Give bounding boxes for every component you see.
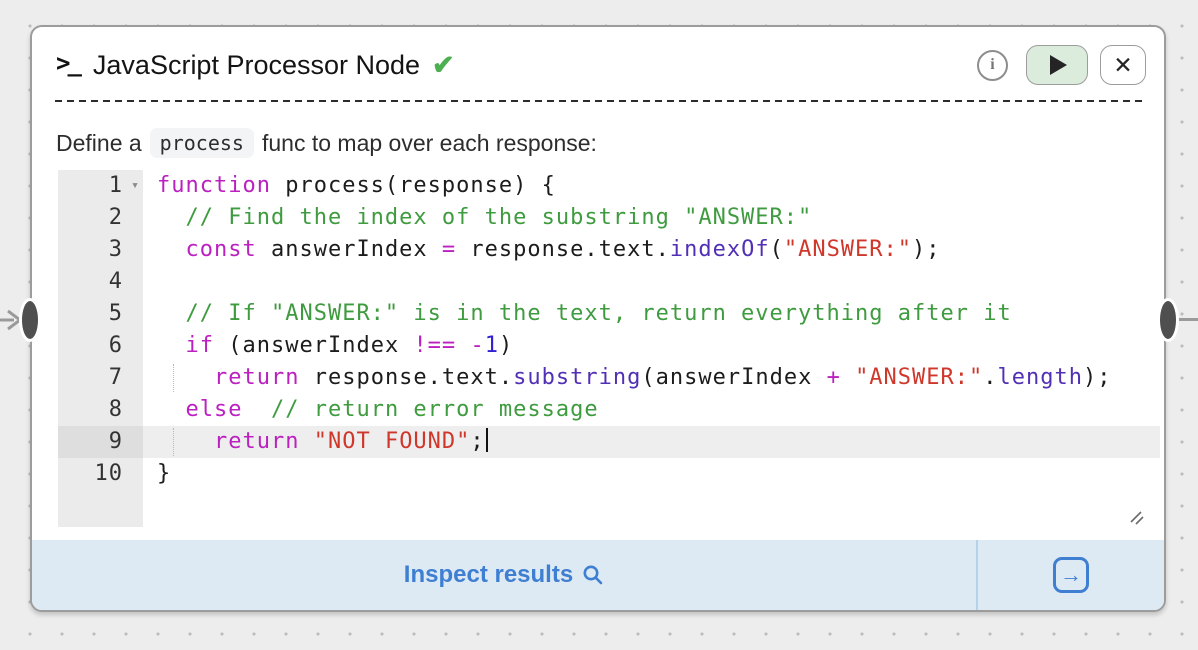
description-prefix: Define a <box>56 129 142 156</box>
inspect-results-label: Inspect results <box>403 561 574 588</box>
code-token: // return error message <box>270 397 599 422</box>
play-icon <box>1050 55 1067 75</box>
code-token: // Find the index of the substring "ANSW… <box>185 205 813 230</box>
code-token <box>157 205 186 230</box>
code-line[interactable]: const answerIndex = response.text.indexO… <box>143 234 1160 266</box>
code-token: (answerIndex <box>214 333 414 358</box>
gutter-line-number: 1▾ <box>58 170 143 202</box>
code-token: if <box>185 333 214 358</box>
code-line[interactable]: if (answerIndex !== -1) <box>143 330 1160 362</box>
indent-guide <box>173 364 174 392</box>
code-token: - <box>470 333 485 358</box>
code-token: const <box>185 237 257 262</box>
code-line[interactable]: // Find the index of the substring "ANSW… <box>143 202 1160 234</box>
code-token: "ANSWER:" <box>855 365 984 390</box>
code-token: response.text. <box>456 237 670 262</box>
code-token <box>157 365 214 390</box>
code-token <box>157 301 186 326</box>
fold-arrow-icon[interactable]: ▾ <box>131 178 140 193</box>
code-token: return <box>213 429 300 454</box>
editor-gutter: 1▾ 2 3 4 5 6 7 8 9 10 <box>58 170 143 527</box>
code-token: else <box>185 397 243 422</box>
footer-divider <box>976 540 978 610</box>
gutter-line-number: 9 <box>58 426 143 458</box>
gutter-line-number: 5 <box>108 301 123 326</box>
code-line[interactable]: return response.text.substring(answerInd… <box>143 362 1160 394</box>
node-title: JavaScript Processor Node <box>92 49 421 80</box>
code-token: "ANSWER:" <box>783 237 913 262</box>
code-line[interactable]: // If "ANSWER:" is in the text, return e… <box>143 298 1160 330</box>
arrow-right-icon: → <box>1053 557 1089 593</box>
code-token: response.text. <box>299 365 514 390</box>
search-icon <box>583 565 603 585</box>
code-token: length <box>997 365 1084 390</box>
gutter-line-number: 7 <box>108 365 123 390</box>
code-token <box>157 397 186 422</box>
text-cursor <box>485 428 488 452</box>
code-token <box>242 397 271 422</box>
code-token: . <box>983 365 998 390</box>
incoming-edge-arrow <box>0 309 23 331</box>
open-results-button[interactable]: → <box>978 540 1164 610</box>
resize-handle[interactable] <box>1128 509 1144 525</box>
code-token: function <box>157 173 271 198</box>
run-button[interactable] <box>1026 45 1088 85</box>
inline-code-chip: process <box>149 128 254 158</box>
indent-guide <box>173 428 174 456</box>
code-token: ; <box>470 429 485 454</box>
code-token: return <box>213 365 300 390</box>
code-token <box>456 333 470 358</box>
code-token <box>299 429 313 454</box>
info-button[interactable]: i <box>977 49 1008 81</box>
code-token: ); <box>912 237 941 262</box>
code-line[interactable] <box>143 266 1160 298</box>
code-token: } <box>157 461 172 486</box>
code-line[interactable]: else // return error message <box>143 394 1160 426</box>
description-suffix: func to map over each response: <box>261 129 597 156</box>
code-token: answerIndex <box>256 237 442 262</box>
javascript-processor-node: >_ JavaScript Processor Node ✔ i ✕ Defin… <box>30 25 1166 612</box>
code-token: // If "ANSWER:" is in the text, return e… <box>185 301 1012 326</box>
editor-code-area[interactable]: function process(response) { // Find the… <box>143 170 1160 527</box>
node-description: Define a process func to map over each r… <box>56 128 597 158</box>
gutter-line-number: 4 <box>108 269 123 294</box>
code-token: ) <box>498 333 514 358</box>
outgoing-edge <box>1174 318 1198 321</box>
code-token: = <box>441 237 457 262</box>
code-token: ( <box>769 237 784 262</box>
close-button[interactable]: ✕ <box>1100 45 1146 85</box>
gutter-line-number: 8 <box>108 397 123 422</box>
input-port[interactable] <box>22 301 38 339</box>
success-check-icon: ✔ <box>432 49 455 80</box>
code-token: "NOT FOUND" <box>313 429 471 454</box>
code-token <box>157 429 214 454</box>
node-footer: Inspect results → <box>32 540 1164 610</box>
output-port[interactable] <box>1160 301 1176 339</box>
code-line[interactable]: function process(response) { <box>143 170 1160 202</box>
info-icon: i <box>990 56 995 73</box>
code-line[interactable]: } <box>143 458 1160 490</box>
code-line[interactable]: return "NOT FOUND"; <box>143 426 1160 458</box>
code-token: indexOf <box>669 237 770 262</box>
terminal-icon: >_ <box>56 49 82 77</box>
gutter-line-number: 3 <box>108 237 123 262</box>
code-token: (answerIndex <box>641 365 827 390</box>
node-header: >_ JavaScript Processor Node ✔ i ✕ <box>56 43 1146 87</box>
gutter-line-number: 2 <box>108 205 123 230</box>
code-token: + <box>826 365 841 390</box>
gutter-line-number: 10 <box>94 461 123 486</box>
code-token: substring <box>513 365 642 390</box>
close-icon: ✕ <box>1113 51 1133 78</box>
code-token: process(response) { <box>270 173 556 198</box>
code-token: !== <box>413 333 457 358</box>
inspect-results-button[interactable]: Inspect results <box>32 540 976 610</box>
code-token: 1 <box>484 333 499 358</box>
gutter-line-number: 6 <box>108 333 123 358</box>
code-token <box>157 237 186 262</box>
code-token: ); <box>1083 365 1112 390</box>
code-token <box>157 333 186 358</box>
header-divider <box>55 100 1144 102</box>
code-token <box>841 365 855 390</box>
